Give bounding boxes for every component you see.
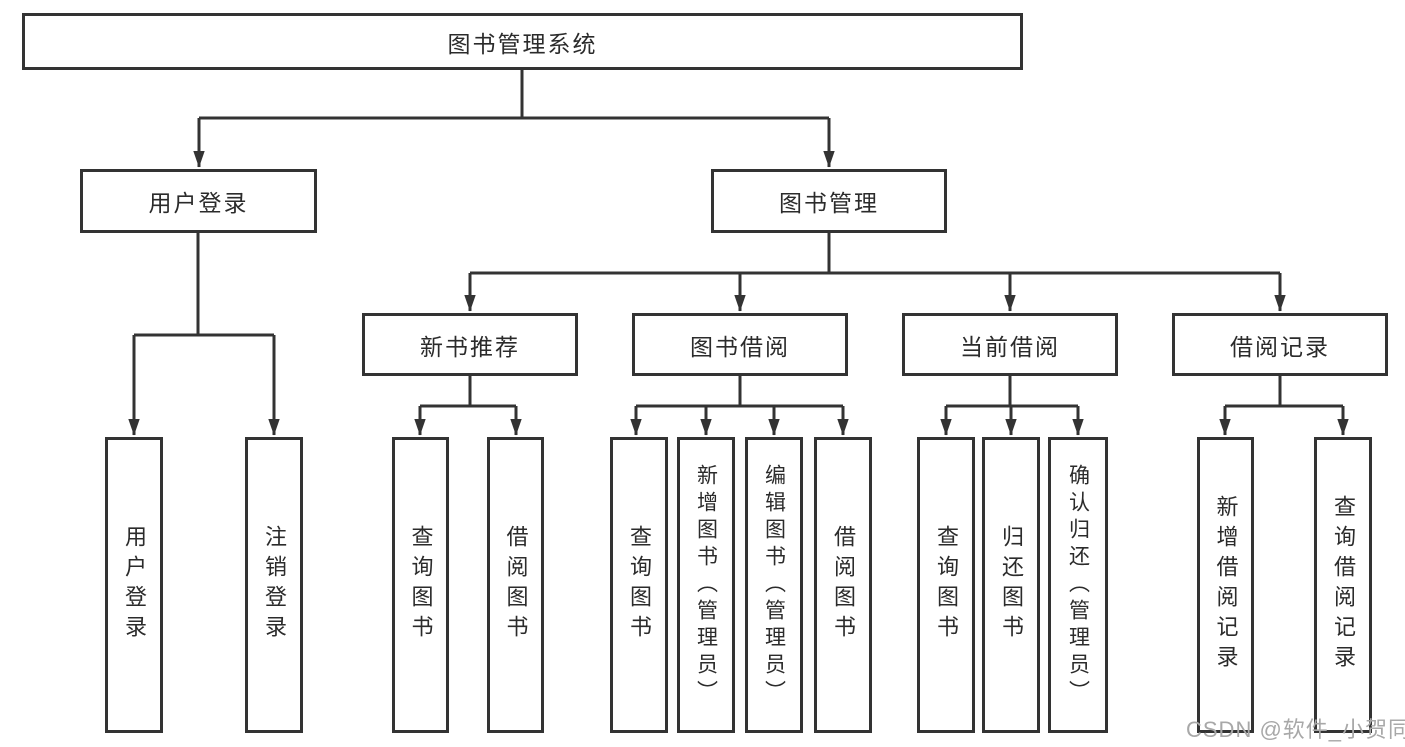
leaf-borrow-books: 借阅图书	[814, 437, 872, 733]
node-book-borrowing: 图书借阅	[632, 313, 848, 376]
watermark: CSDN @软件_小贺同学	[1186, 717, 1405, 742]
leaf-return-books: 归还图书	[982, 437, 1040, 733]
node-user-login: 用户登录	[80, 169, 317, 233]
leaf-logout: 注销登录	[245, 437, 303, 733]
leaf-user-login: 用户登录	[105, 437, 163, 733]
leaf-query-books-recommend: 查询图书	[392, 437, 449, 733]
node-book-management: 图书管理	[711, 169, 947, 233]
leaf-confirm-return-admin: 确认归还（管理员）	[1048, 437, 1108, 733]
leaf-query-books-borrowing: 查询图书	[610, 437, 668, 733]
node-borrowing-records: 借阅记录	[1172, 313, 1388, 376]
node-new-book-recommendation: 新书推荐	[362, 313, 578, 376]
leaf-add-borrow-record: 新增借阅记录	[1197, 437, 1254, 733]
leaf-query-borrow-record: 查询借阅记录	[1314, 437, 1372, 733]
node-book-management-system: 图书管理系统	[22, 13, 1023, 70]
leaf-query-books-current: 查询图书	[917, 437, 975, 733]
leaf-edit-books-admin: 编辑图书（管理员）	[745, 437, 803, 733]
leaf-borrow-books-recommend: 借阅图书	[487, 437, 544, 733]
leaf-add-books-admin: 新增图书（管理员）	[677, 437, 735, 733]
node-current-borrowing: 当前借阅	[902, 313, 1118, 376]
